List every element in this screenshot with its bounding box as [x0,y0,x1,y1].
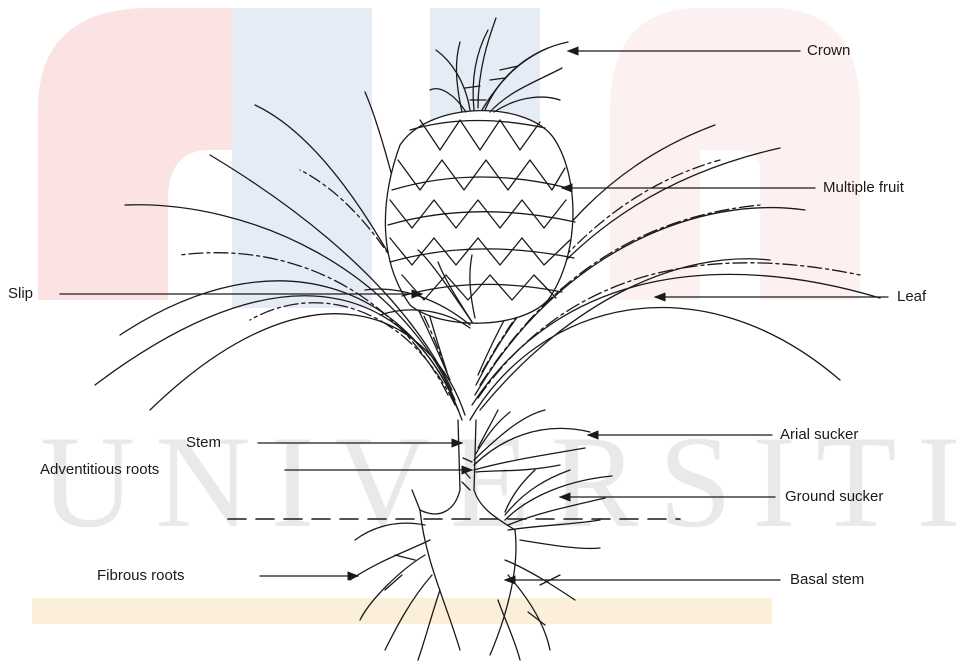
label-fibrous-roots: Fibrous roots [97,567,185,585]
label-arial-sucker: Arial sucker [780,426,858,444]
label-multiple-fruit: Multiple fruit [823,179,904,197]
ground-sucker-drawing [505,470,612,530]
stem-lines [458,420,476,490]
label-slip: Slip [8,285,33,303]
multiple-fruit-drawing [385,111,575,324]
label-adventitious-roots: Adventitious roots [40,461,159,479]
label-leaf: Leaf [897,288,926,306]
label-crown: Crown [807,42,850,60]
basal-stem-drawing [412,458,516,655]
label-basal-stem: Basal stem [790,571,864,589]
fibrous-roots-drawing [350,523,600,660]
label-stem: Stem [186,434,221,452]
arial-sucker-drawing [474,410,590,472]
label-ground-sucker: Ground sucker [785,488,883,506]
crown-drawing [430,18,568,112]
